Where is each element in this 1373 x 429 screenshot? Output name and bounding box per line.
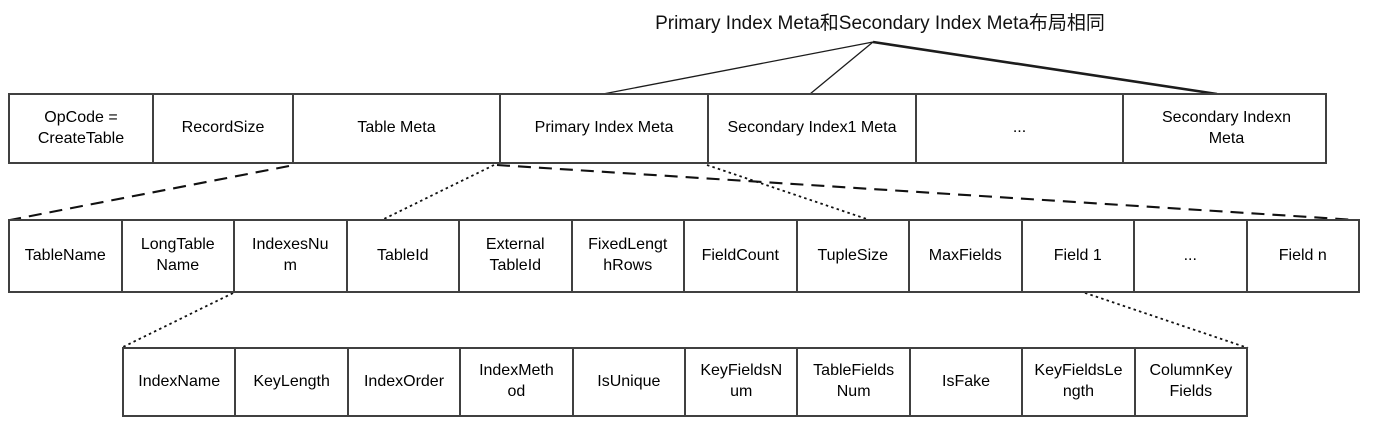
cell-keyfieldsle-ngth: KeyFieldsLe ngth [1021, 349, 1133, 415]
solid-connector-secondary-indexn [872, 40, 1218, 96]
cell-ellipsis: ... [915, 95, 1122, 162]
cell-fixedlengt-hrows: FixedLengt hRows [570, 221, 684, 291]
cell-tableid: TableId [345, 221, 459, 291]
cell-keylength: KeyLength [234, 349, 346, 415]
cell-maxfields: MaxFields [908, 221, 1021, 291]
cell-primary-index-meta: Primary Index Meta [499, 95, 707, 162]
cell-table-meta: Table Meta [292, 95, 499, 162]
dashed-connector-table-meta-left [9, 164, 290, 222]
cell-opcode-createtable: OpCode = CreateTable [37, 108, 125, 147]
cell-isfake: IsFake [908, 349, 1021, 415]
dashed-connector-table-meta-right [496, 163, 1357, 222]
cell-secondary-index1-meta: Secondary Index1 Meta [707, 95, 915, 162]
cell-tablename: TableName [24, 246, 106, 264]
cell-keyfieldsn-um: KeyFieldsN um [684, 349, 796, 415]
cell-ellipsis: ... [1133, 221, 1246, 291]
cell-isunique: IsUnique [571, 349, 684, 415]
cell-field-n: Field n [1245, 221, 1359, 291]
cell-indexesnu-m: IndexesNu m [233, 221, 346, 291]
cell-recordsize: RecordSize [152, 95, 292, 162]
solid-connector-primary-index [602, 41, 874, 95]
cell-fieldcount: FieldCount [683, 221, 796, 291]
cell-indexorder: IndexOrder [346, 349, 459, 415]
diagram-title: Primary Index Meta和Secondary Index Meta布… [655, 13, 1105, 34]
cell-secondary-indexn-meta: Secondary Indexn Meta [1122, 95, 1329, 162]
cell-longtable-name: LongTable Name [120, 221, 234, 291]
cell-field-1: Field 1 [1020, 221, 1134, 291]
cell-columnkey-fields: ColumnKey Fields [1133, 349, 1246, 415]
cell-tablefields-num: TableFields Num [796, 349, 908, 415]
cell-indexmeth-od: IndexMeth od [459, 349, 571, 415]
cell-external-tableid: External TableId [458, 221, 571, 291]
solid-connector-secondary-index1 [809, 41, 874, 95]
cell-indexname: IndexName [138, 372, 221, 390]
cell-tuplesize: TupleSize [795, 221, 909, 291]
